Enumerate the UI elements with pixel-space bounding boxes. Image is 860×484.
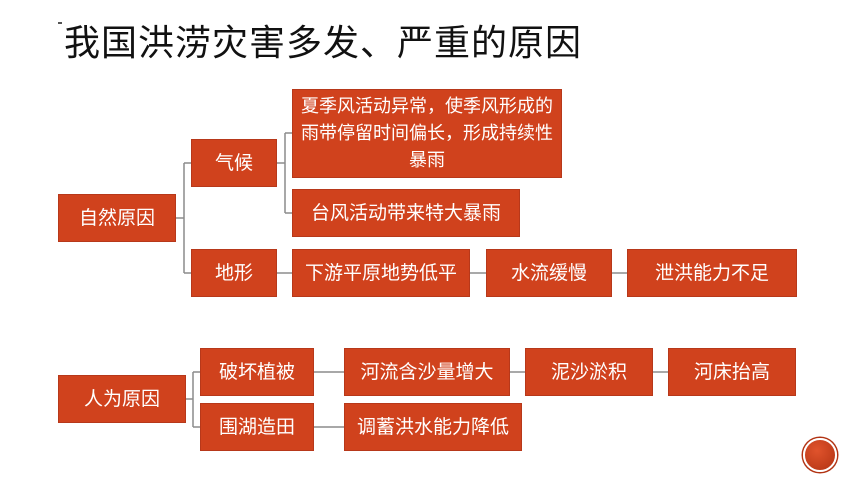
connector-natural-bracket xyxy=(176,162,191,274)
decorative-circle-icon xyxy=(803,438,837,472)
deforest-chain-2: 泥沙淤积 xyxy=(525,348,653,396)
connector-human-bracket xyxy=(186,371,200,428)
deforest-chain-1: 河流含沙量增大 xyxy=(344,348,510,396)
page-title: 我国洪涝灾害多发、严重的原因 xyxy=(64,23,583,64)
climate-box: 气候 xyxy=(191,139,277,187)
terrain-box: 地形 xyxy=(191,249,277,297)
natural-root-box: 自然原因 xyxy=(58,194,176,242)
human-root-box: 人为原因 xyxy=(58,375,186,423)
reclaim-chain-1: 调蓄洪水能力降低 xyxy=(344,403,522,451)
climate-monsoon-box: 夏季风活动异常，使季风形成的雨带停留时间偏长，形成持续性暴雨 xyxy=(292,89,562,178)
terrain-chain-3: 泄洪能力不足 xyxy=(627,249,797,297)
deforest-box: 破坏植被 xyxy=(200,348,314,396)
title-dash xyxy=(58,22,62,24)
terrain-chain-1: 下游平原地势低平 xyxy=(292,249,470,297)
reclaim-box: 围湖造田 xyxy=(200,403,314,451)
terrain-chain-2: 水流缓慢 xyxy=(486,249,612,297)
connector-climate-bracket xyxy=(277,132,292,214)
climate-typhoon-box: 台风活动带来特大暴雨 xyxy=(292,189,520,237)
deforest-chain-3: 河床抬高 xyxy=(668,348,796,396)
